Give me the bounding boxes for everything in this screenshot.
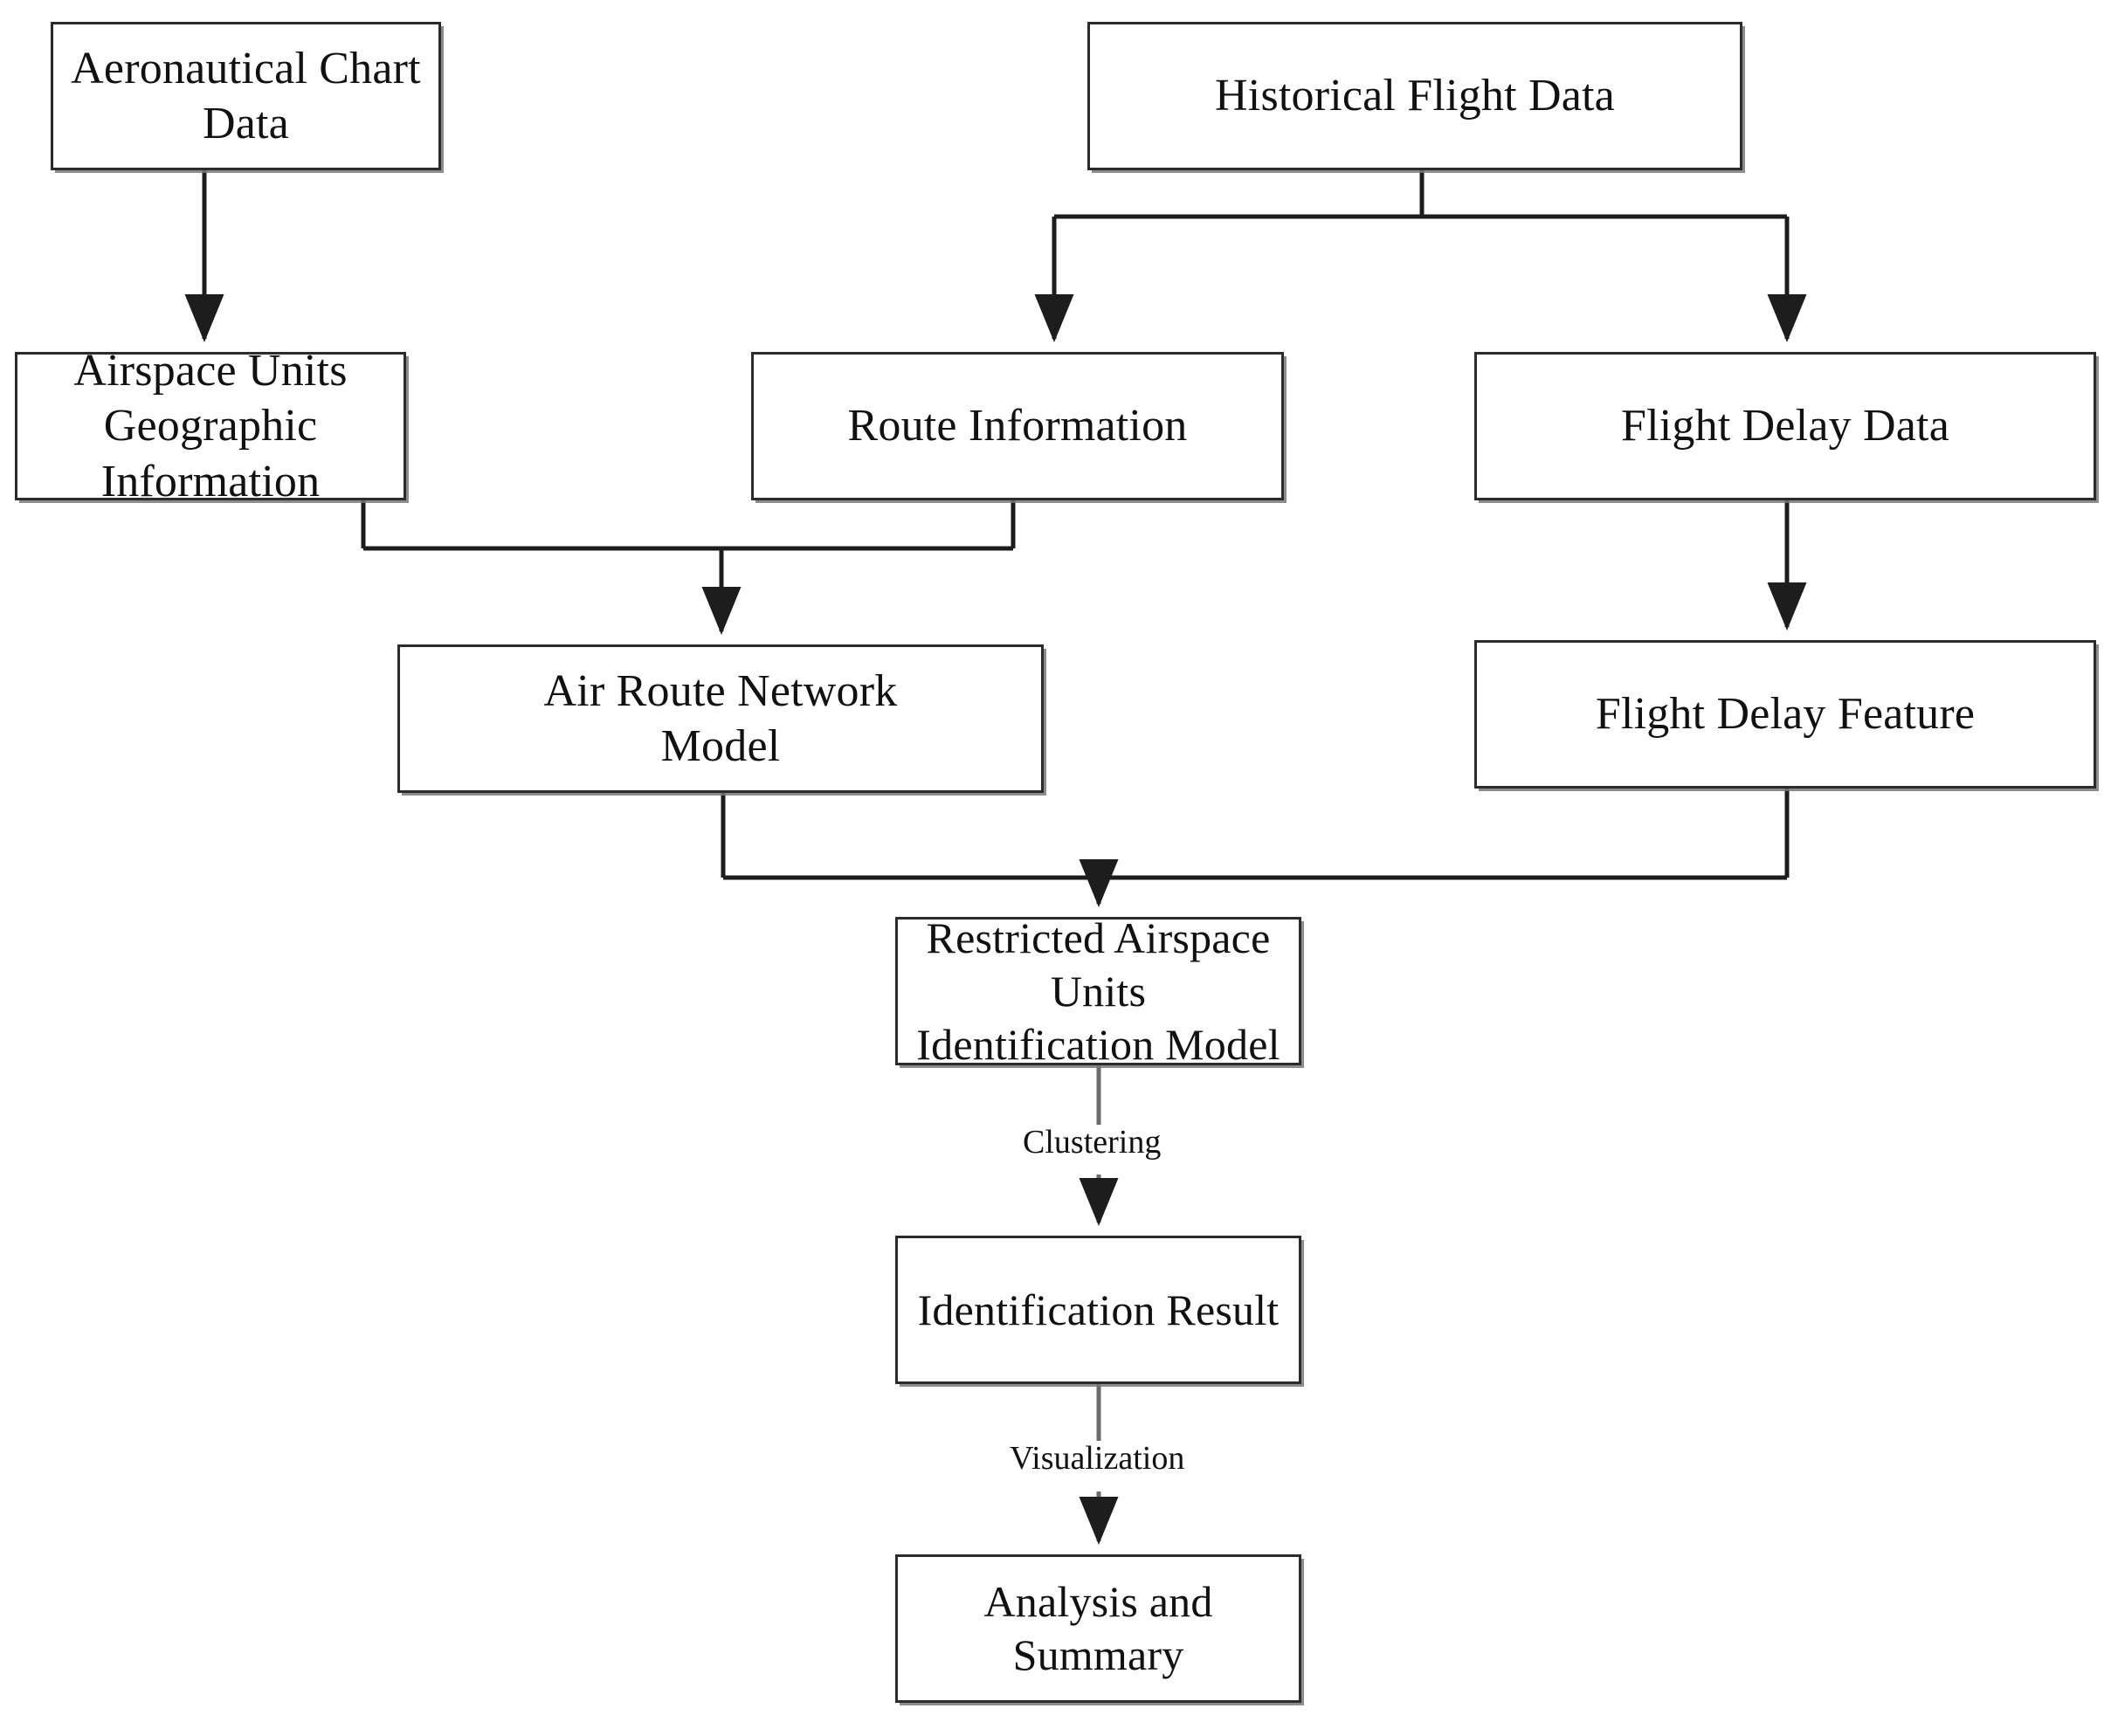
node-analysis-and-summary[interactable]: Analysis and Summary <box>895 1554 1301 1703</box>
node-aeronautical-chart-data[interactable]: Aeronautical Chart Data <box>51 22 441 170</box>
node-label-route-information: Route Information <box>847 401 1188 451</box>
node-label-airspace-units-geographic-information: Airspace Units Geographic Information <box>73 345 348 506</box>
edge-historical-flight-data-split <box>1034 170 1807 343</box>
node-label-historical-flight-data: Historical Flight Data <box>1215 71 1615 121</box>
edge-merge-to-air-route-network-model <box>361 500 1016 636</box>
node-flight-delay-data[interactable]: Flight Delay Data <box>1474 352 2096 500</box>
node-label-analysis-and-summary: Analysis and Summary <box>983 1577 1213 1679</box>
node-air-route-network-model[interactable]: Air Route Network Model <box>397 644 1044 793</box>
node-label-flight-delay-feature: Flight Delay Feature <box>1595 689 1976 740</box>
node-label-air-route-network-model: Air Route Network Model <box>543 665 898 771</box>
node-identification-result[interactable]: Identification Result <box>895 1236 1301 1384</box>
node-historical-flight-data[interactable]: Historical Flight Data <box>1087 22 1742 170</box>
edge-label-visualization: Visualization <box>1004 1440 1190 1478</box>
node-label-restricted-airspace-units-identification-model: Restricted Airspace Units Identification… <box>916 913 1280 1069</box>
edge-merge-to-restricted-airspace-units <box>721 789 1790 908</box>
node-label-identification-result: Identification Result <box>917 1285 1280 1334</box>
node-flight-delay-feature[interactable]: Flight Delay Feature <box>1474 640 2096 789</box>
edge-label-clustering: Clustering <box>1018 1124 1167 1161</box>
node-label-aeronautical-chart-data: Aeronautical Chart Data <box>71 43 421 148</box>
node-restricted-airspace-units-identification-model[interactable]: Restricted Airspace Units Identification… <box>895 913 1301 1069</box>
node-airspace-units-geographic-information[interactable]: Airspace Units Geographic Information <box>15 346 406 506</box>
node-route-information[interactable]: Route Information <box>751 352 1284 500</box>
node-label-flight-delay-data: Flight Delay Data <box>1621 401 1949 451</box>
